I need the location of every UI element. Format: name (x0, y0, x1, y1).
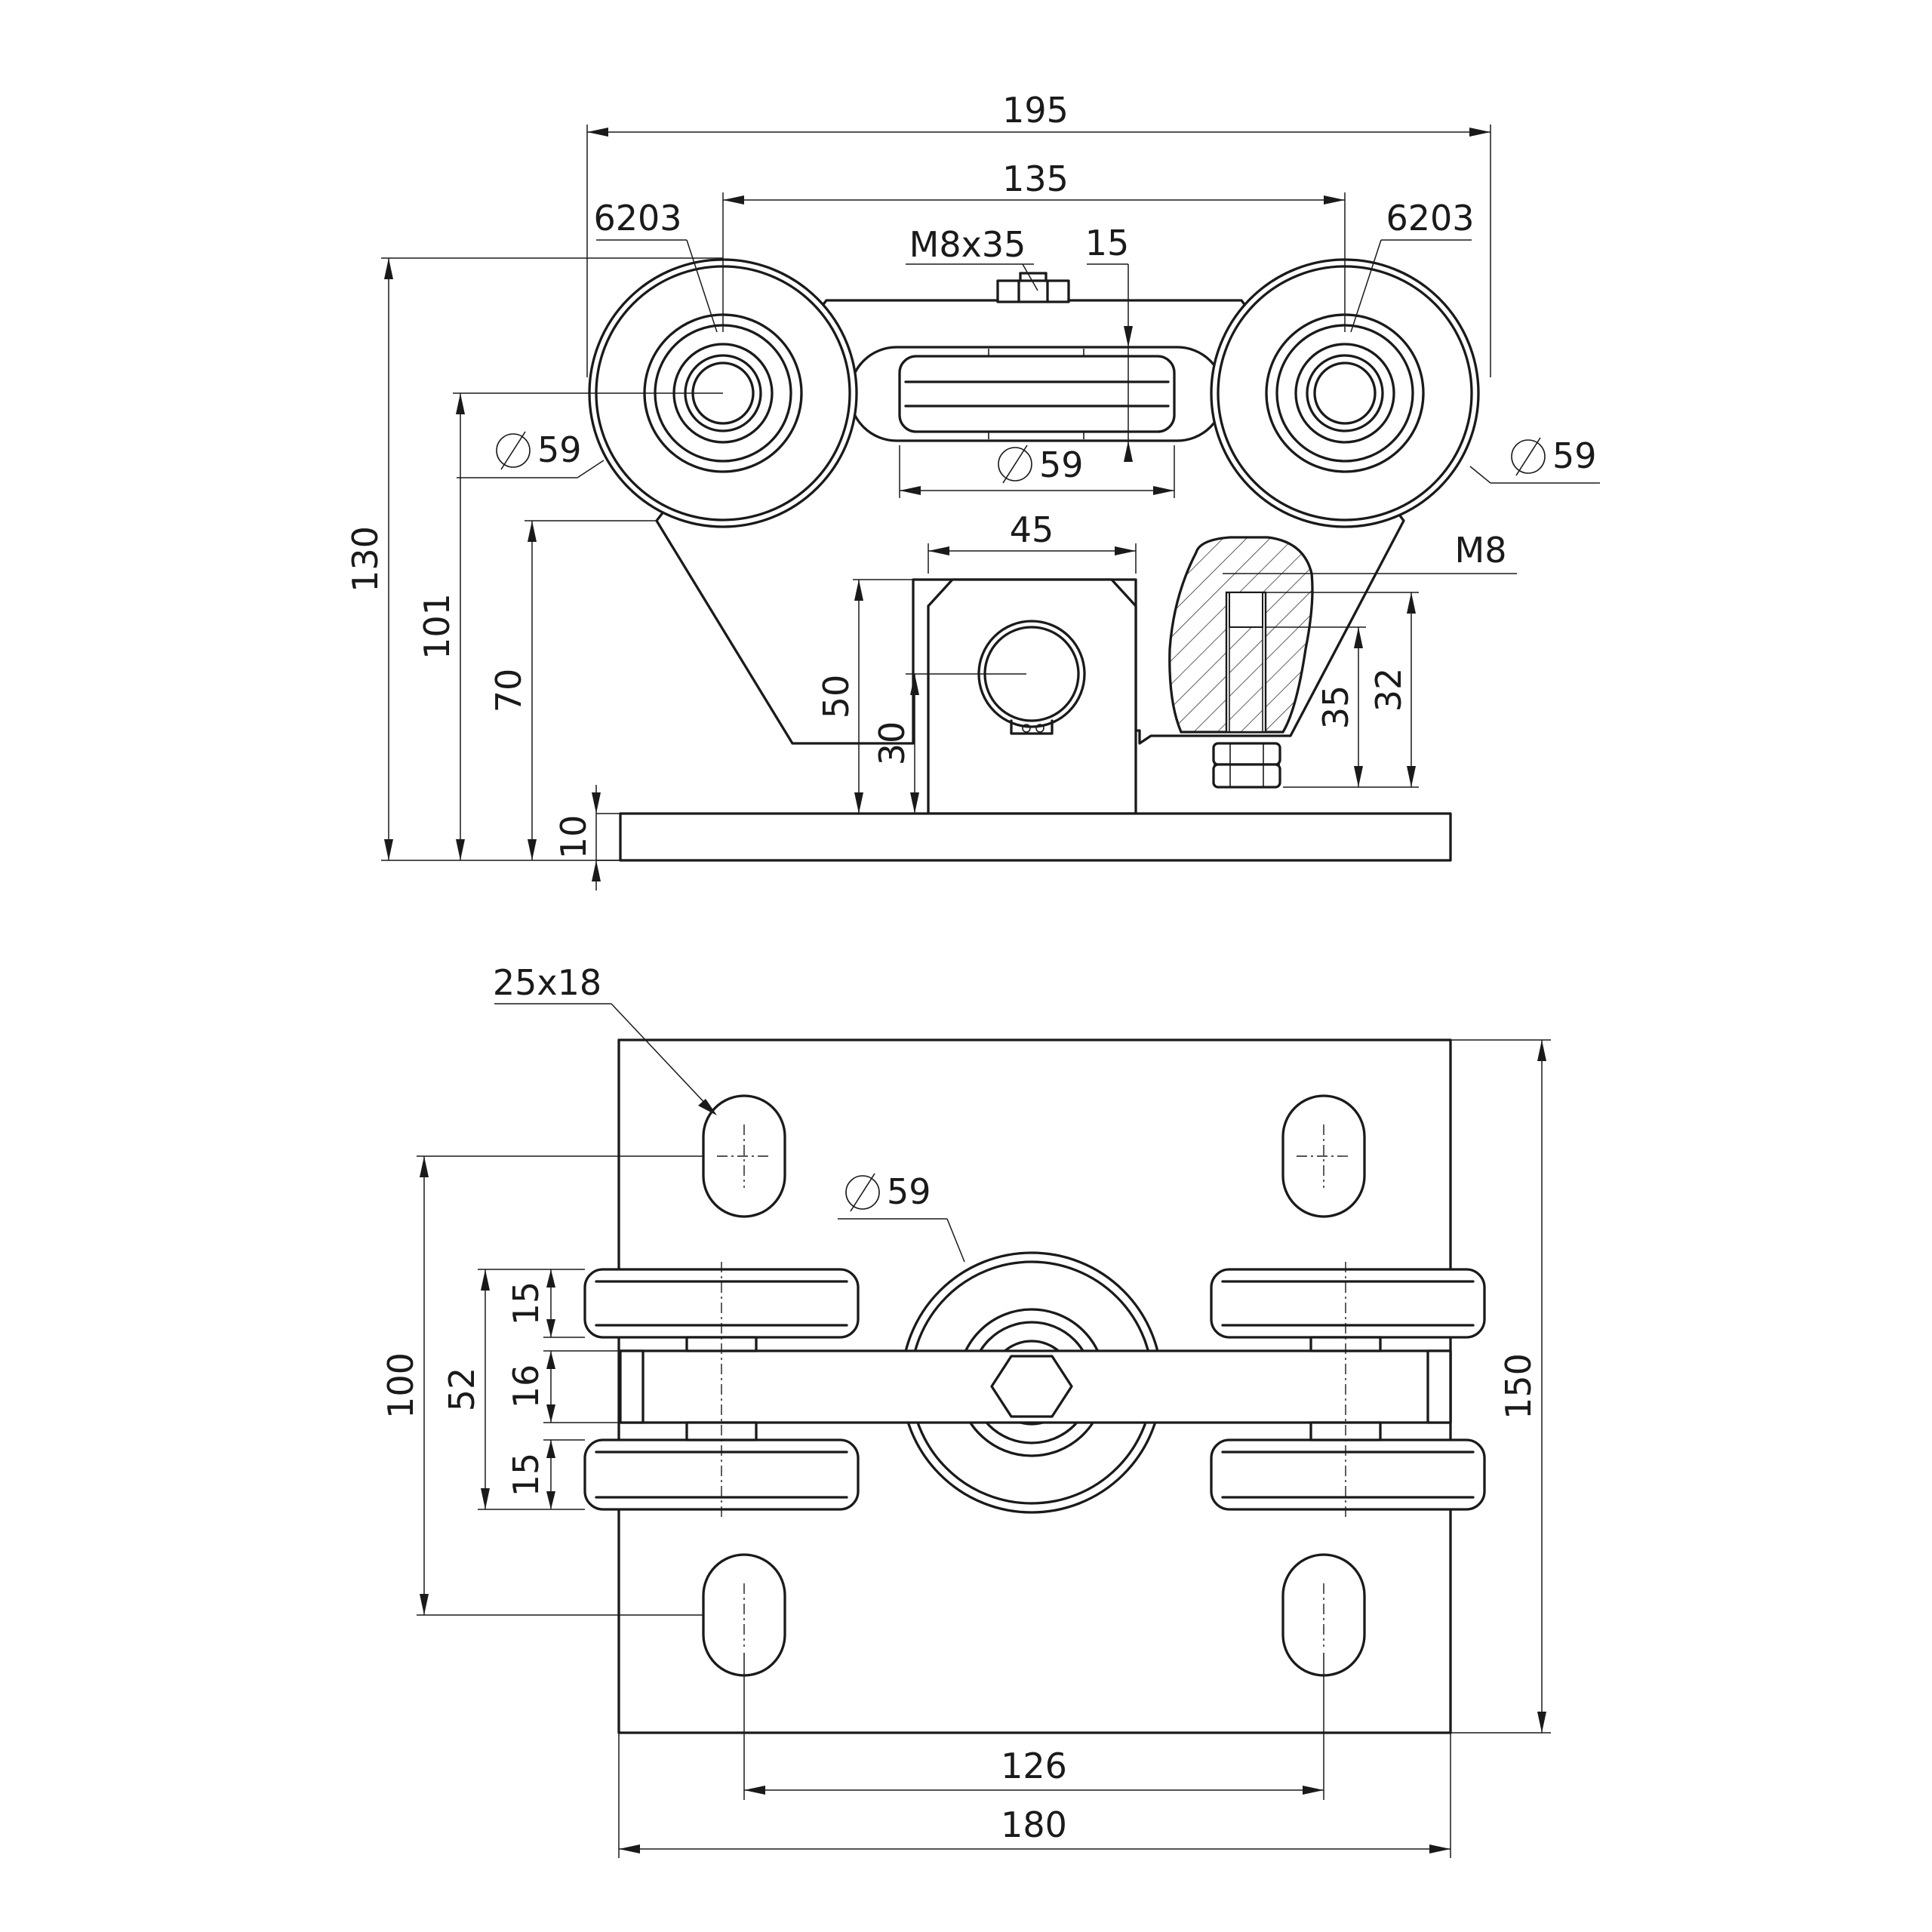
dim-45: 45 (1010, 509, 1054, 550)
dim-135: 135 (1002, 158, 1069, 199)
plan-view (583, 1038, 1486, 1734)
bolt-section (1168, 536, 1314, 789)
guide-roller-tr (1210, 1268, 1486, 1339)
dim-126: 126 (1001, 1746, 1067, 1786)
dia-59-plan: 59 (887, 1171, 931, 1212)
dia-59-right: 59 (1552, 435, 1597, 476)
front-dimensions: 195 135 6203 6203 M8x35 15 59 (345, 90, 1600, 891)
dim-130: 130 (345, 526, 386, 592)
right-roller (1210, 258, 1480, 528)
dim-32: 32 (1368, 668, 1409, 712)
dim-10: 10 (553, 815, 594, 860)
bracket (927, 578, 1137, 815)
dim-15-top: 15 (1085, 223, 1130, 263)
front-view (588, 258, 1480, 862)
plan-bolt (990, 1355, 1073, 1418)
dim-50: 50 (816, 675, 857, 719)
dim-35: 35 (1315, 685, 1356, 730)
dim-15-plan-top: 15 (506, 1281, 546, 1326)
dim-70: 70 (488, 669, 529, 713)
base-plate-front (619, 812, 1452, 862)
slot-top-right (1281, 1094, 1366, 1218)
dim-101: 101 (417, 593, 457, 660)
guide-rollers (583, 1262, 1486, 1517)
slot-top-left (702, 1094, 786, 1218)
dim-150: 150 (1498, 1353, 1539, 1420)
slot-size-label: 25x18 (493, 962, 601, 1003)
slot-bottom-left (702, 1553, 786, 1677)
dim-30: 30 (872, 721, 912, 766)
bearing-right-label: 6203 (1386, 198, 1474, 238)
plan-dimensions: 25x18 59 100 52 15 16 (380, 962, 1551, 1858)
dim-52: 52 (441, 1367, 482, 1412)
slot-bottom-right (1281, 1553, 1366, 1677)
bearing-left-label: 6203 (593, 198, 681, 238)
top-bolt (996, 272, 1070, 303)
center-slot (848, 346, 1226, 442)
dim-100: 100 (380, 1352, 421, 1419)
mounting-slots (702, 1094, 1366, 1677)
dim-16: 16 (506, 1364, 546, 1409)
dia-59-center: 59 (1039, 445, 1084, 485)
dim-195: 195 (1002, 90, 1069, 131)
dim-180: 180 (1001, 1804, 1067, 1845)
guide-roller-br (1210, 1438, 1486, 1511)
dia-59-left: 59 (537, 429, 582, 470)
thread-label: M8 (1455, 530, 1507, 571)
bolt-label: M8x35 (909, 224, 1026, 265)
dim-15-plan-bottom: 15 (506, 1453, 546, 1497)
